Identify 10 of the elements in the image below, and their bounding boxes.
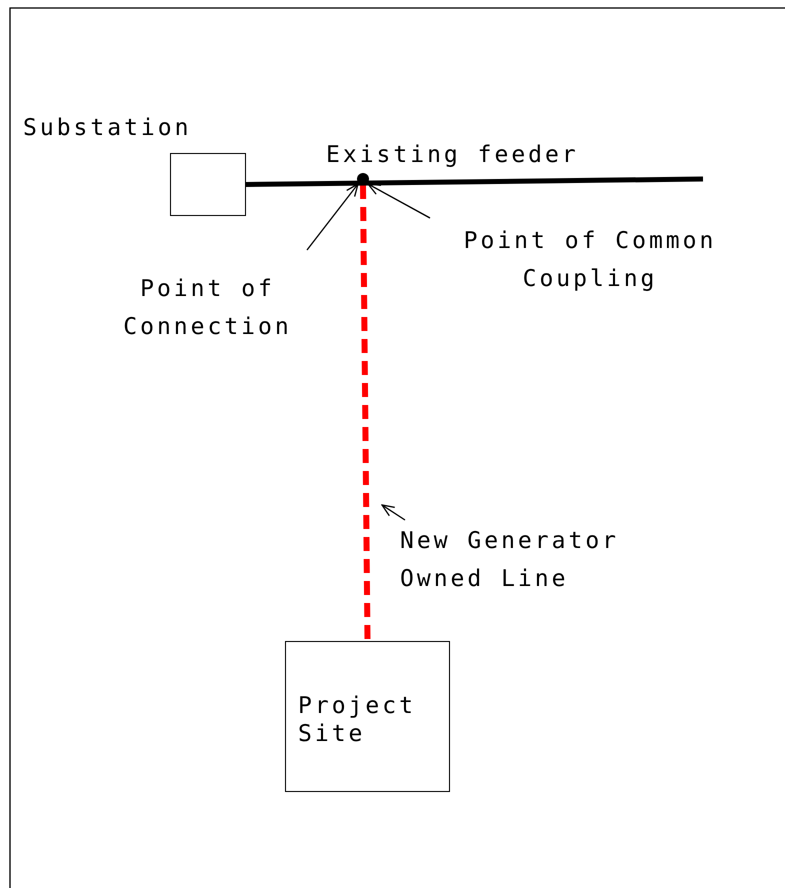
node-heading: Substation [23, 114, 192, 142]
leader-arrow [381, 504, 406, 521]
generator-line [360, 184, 370, 642]
node-label: Project Site [298, 692, 417, 748]
annotation-text: Point of Common Coupling [462, 227, 718, 294]
annotation-text: New Generator Owned Line [400, 527, 620, 594]
leader-arrow [367, 183, 430, 219]
annotation-text: Point of Connection [122, 275, 293, 342]
leader-arrow [306, 183, 359, 250]
site-box [285, 641, 450, 792]
